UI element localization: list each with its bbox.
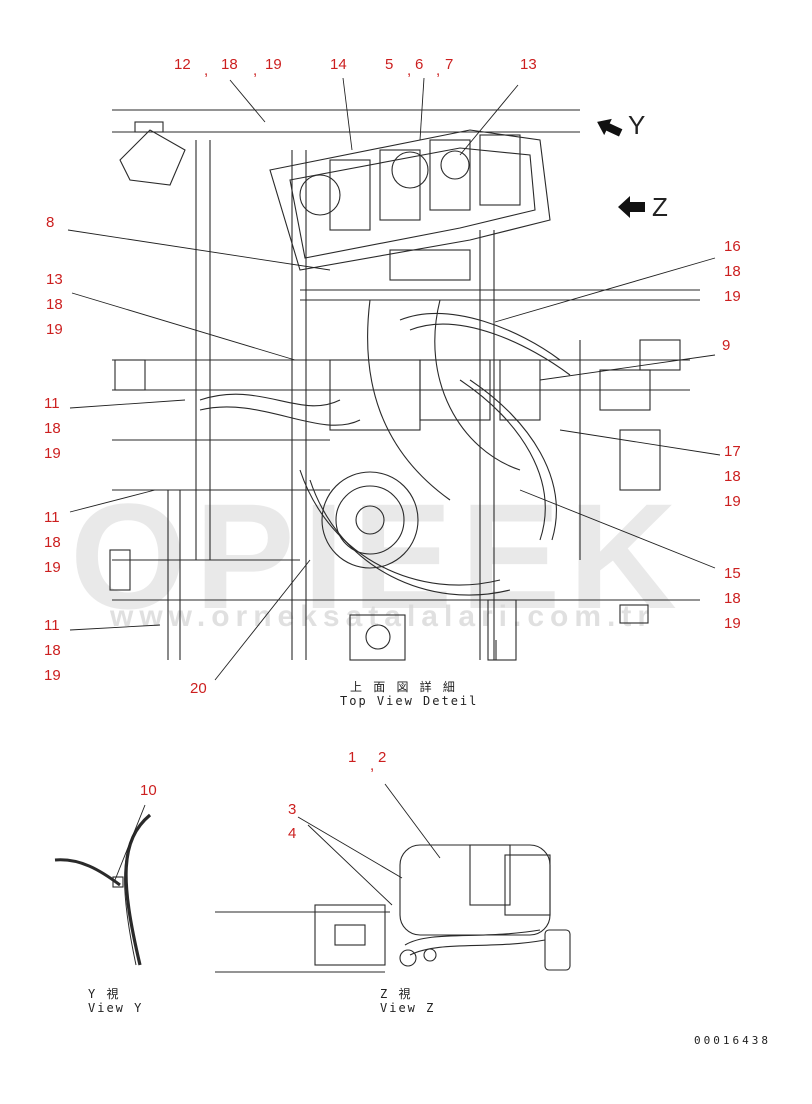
callout-9: 9 (722, 337, 731, 354)
callout-18: 18 (724, 468, 741, 485)
arrow-z-icon (618, 196, 645, 218)
callout-separator: , (436, 62, 441, 79)
view-z-caption-jp: Z 視 (380, 987, 413, 1001)
callout-19: 19 (44, 667, 61, 684)
callout-3: 3 (288, 801, 297, 818)
top-view-caption-jp: 上 面 図 詳 細 (350, 680, 457, 694)
callout-8: 8 (46, 214, 55, 231)
watermark-url: www.orneksatalalari.com.tr (110, 600, 656, 633)
callout-15: 15 (724, 565, 741, 582)
top-view-caption: Top View Deteil (340, 694, 479, 708)
callout-18: 18 (44, 642, 61, 659)
callout-19: 19 (44, 559, 61, 576)
callout-11: 11 (44, 617, 60, 634)
callout-20: 20 (190, 680, 207, 697)
callout-19: 19 (44, 445, 61, 462)
watermark-brand: OPIEEK (70, 472, 685, 640)
callout-5: 5 (385, 56, 394, 73)
callout-separator: , (253, 62, 258, 79)
callout-11: 11 (44, 395, 60, 412)
callout-7: 7 (445, 56, 454, 73)
callout-10: 10 (140, 782, 157, 799)
callout-17: 17 (724, 443, 741, 460)
view-z-caption: View Z (380, 1001, 436, 1015)
callout-19: 19 (724, 493, 741, 510)
callout-separator: , (204, 62, 209, 79)
callout-18: 18 (724, 263, 741, 280)
callout-4: 4 (288, 825, 297, 842)
callout-18: 18 (724, 590, 741, 607)
callout-19: 19 (46, 321, 63, 338)
callout-18: 18 (221, 56, 238, 73)
callout-19: 19 (265, 56, 282, 73)
view-y-caption-jp: Y 視 (88, 987, 121, 1001)
callout-18: 18 (44, 534, 61, 551)
callout-6: 6 (415, 56, 424, 73)
callout-19: 19 (724, 615, 741, 632)
callout-18: 18 (46, 296, 63, 313)
callout-14: 14 (330, 56, 347, 73)
document-number: 00016438 (694, 1034, 771, 1047)
callout-11: 11 (44, 509, 60, 526)
view-y-caption: View Y (88, 1001, 144, 1015)
callout-separator: , (407, 62, 412, 79)
callout-1: 1 (348, 749, 357, 766)
callout-12: 12 (174, 56, 191, 73)
view-y-direction-label: Y (628, 110, 646, 140)
arrow-y-icon (597, 118, 623, 137)
callout-13: 13 (46, 271, 63, 288)
callout-2: 2 (378, 749, 387, 766)
callout-19: 19 (724, 288, 741, 305)
callout-18: 18 (44, 420, 61, 437)
callout-16: 16 (724, 238, 741, 255)
view-z-direction-label: Z (652, 192, 668, 222)
callout-13: 13 (520, 56, 537, 73)
callout-separator: , (370, 757, 375, 774)
